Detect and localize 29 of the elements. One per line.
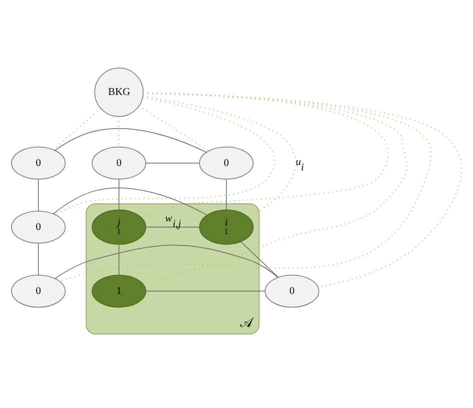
connector (141, 92, 388, 218)
node-ellipse: 1 (92, 274, 146, 308)
connector (145, 162, 200, 164)
node-ellipse: j 1 (92, 209, 146, 245)
node-circle: BKG (94, 68, 144, 117)
connector (53, 188, 208, 216)
connector (54, 128, 207, 153)
node-ellipse: 0 (11, 274, 66, 308)
connector (142, 96, 297, 218)
connector (143, 92, 462, 288)
connector (138, 106, 210, 152)
node-ellipse: 0 (199, 146, 254, 180)
node-ellipse: 0 (264, 274, 320, 308)
connector (56, 96, 275, 216)
connector (226, 178, 227, 210)
node-ellipse: i 1 (199, 209, 254, 245)
connector (240, 241, 279, 278)
node-ellipse: 0 (92, 146, 146, 180)
connector (54, 244, 278, 279)
connector (38, 178, 39, 212)
connector (146, 226, 200, 228)
connector (60, 92, 432, 282)
connector (118, 178, 120, 210)
connector (146, 290, 266, 292)
connector (142, 92, 408, 285)
node-ellipse: 0 (11, 210, 66, 244)
connector (38, 242, 39, 276)
connector (118, 244, 120, 276)
node-ellipse: 0 (11, 146, 66, 180)
